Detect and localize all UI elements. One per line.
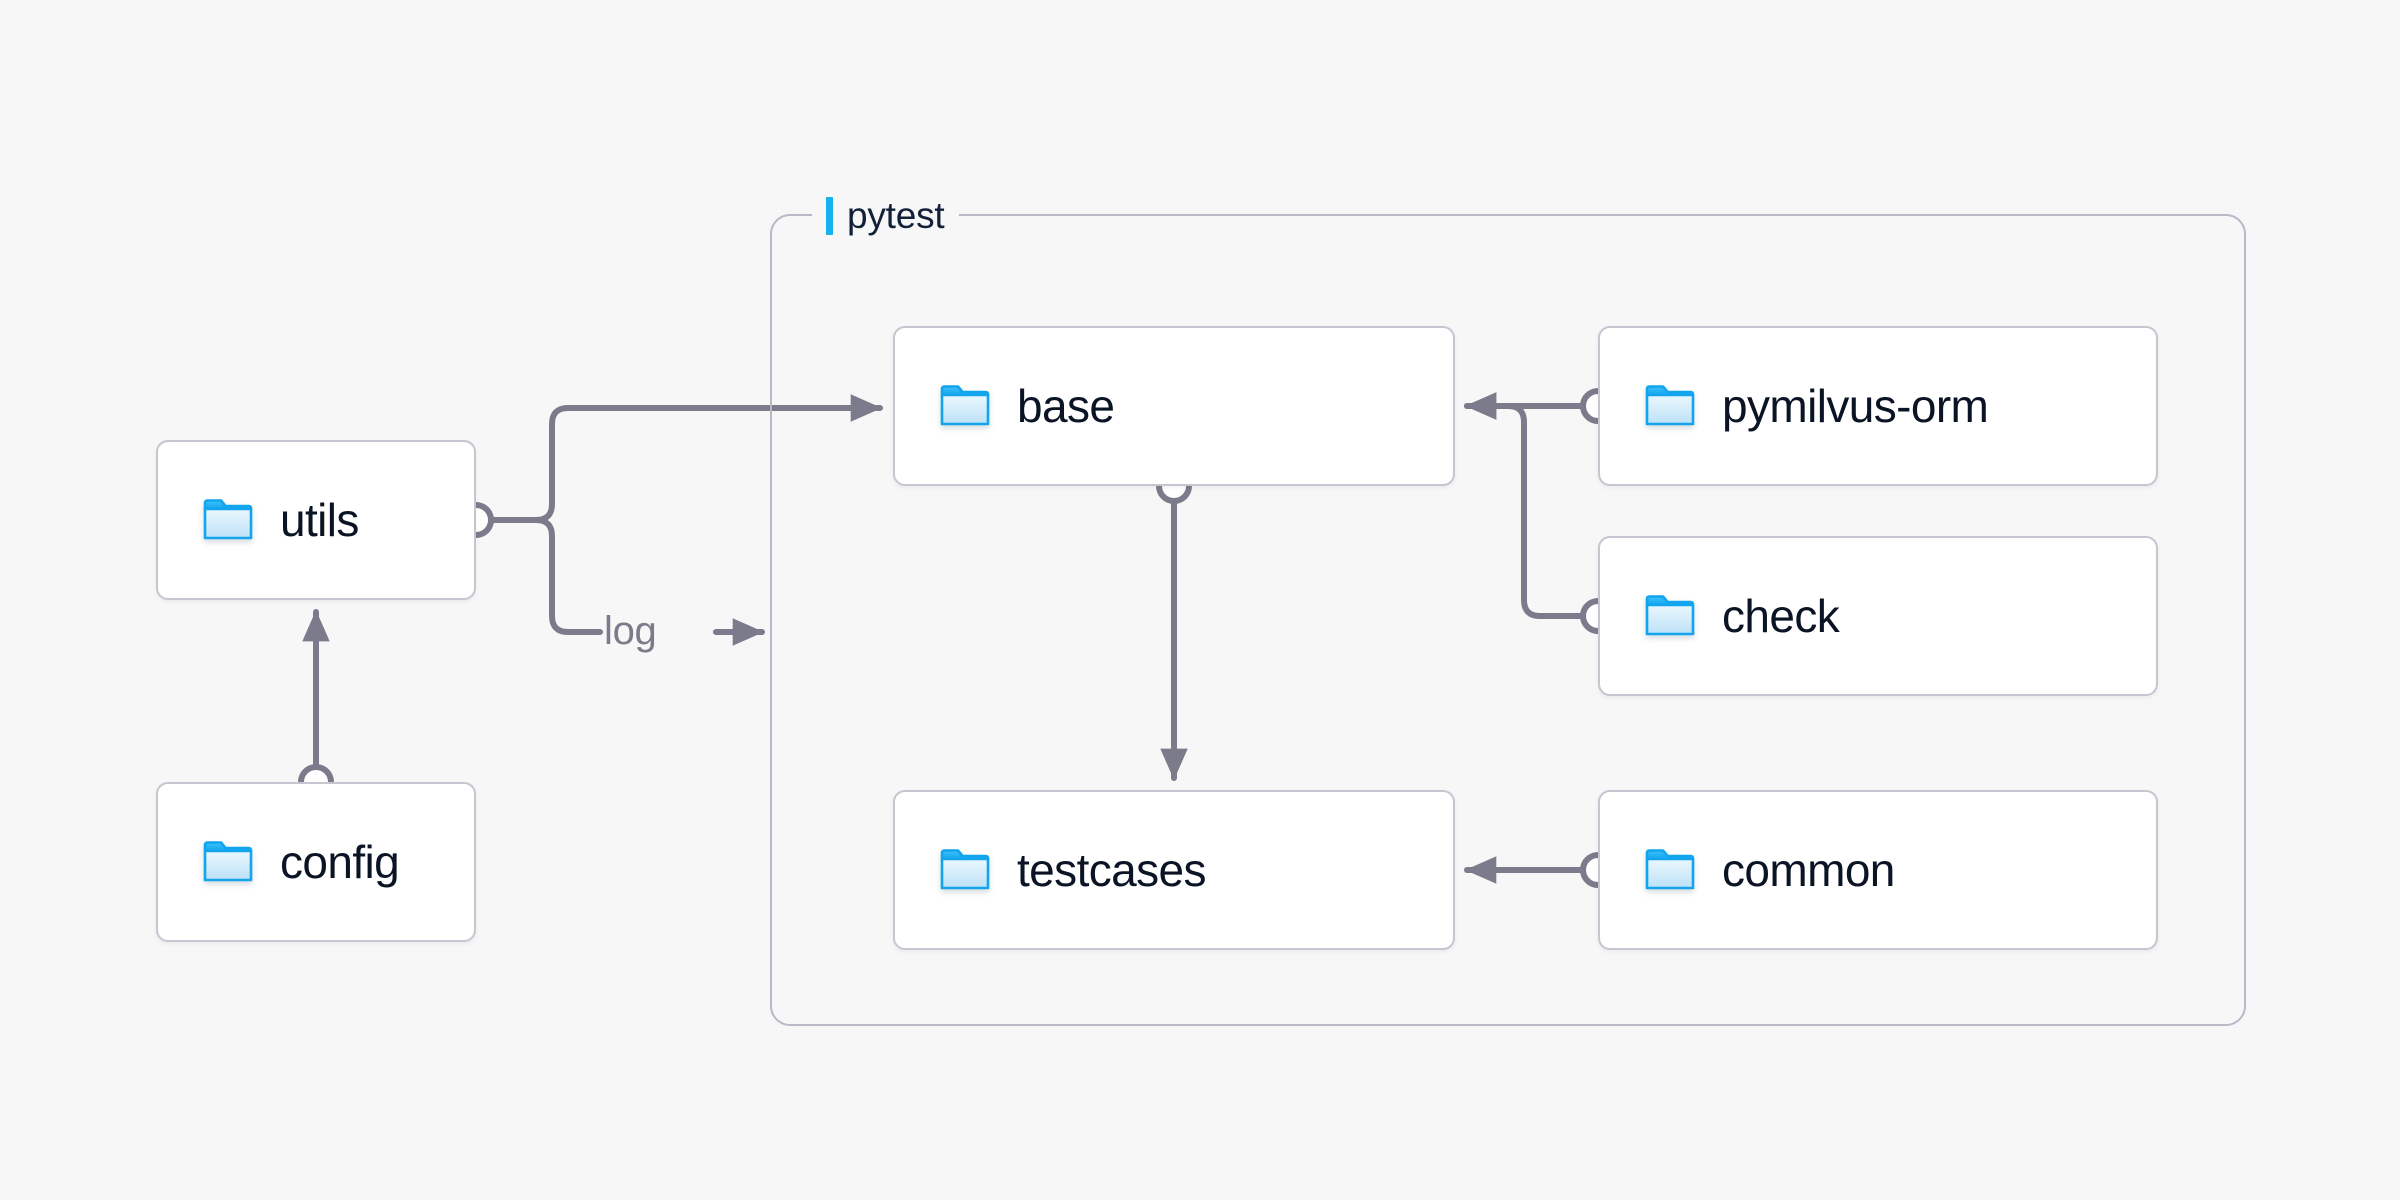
folder-icon xyxy=(940,385,990,426)
folder-icon xyxy=(1645,385,1695,426)
node-check[interactable]: check xyxy=(1598,536,2158,696)
node-pymilvus-orm[interactable]: pymilvus-orm xyxy=(1598,326,2158,486)
node-label-common: common xyxy=(1722,844,1895,896)
node-common[interactable]: common xyxy=(1598,790,2158,950)
node-label-pymilvus-orm: pymilvus-orm xyxy=(1722,380,1989,432)
node-label-utils: utils xyxy=(280,494,359,546)
node-label-testcases: testcases xyxy=(1017,844,1207,896)
folder-icon xyxy=(1645,849,1695,890)
edge-utils-to-log xyxy=(517,517,603,635)
node-base[interactable]: base xyxy=(893,326,1455,486)
folder-icon xyxy=(203,499,253,540)
node-utils[interactable]: utils xyxy=(156,440,476,600)
group-title-text: pytest xyxy=(847,195,945,236)
folder-icon xyxy=(203,841,253,882)
folder-icon xyxy=(1645,595,1695,636)
node-testcases[interactable]: testcases xyxy=(893,790,1455,950)
node-label-base: base xyxy=(1017,380,1115,432)
folder-icon xyxy=(940,849,990,890)
node-config[interactable]: config xyxy=(156,782,476,942)
edge-label-log: log xyxy=(604,609,657,653)
group-container-pytest[interactable] xyxy=(770,214,2246,1026)
node-label-check: check xyxy=(1722,590,1840,642)
group-label-pytest: pytest xyxy=(812,192,959,240)
node-label-config: config xyxy=(280,836,400,888)
group-accent-bar xyxy=(826,197,833,235)
